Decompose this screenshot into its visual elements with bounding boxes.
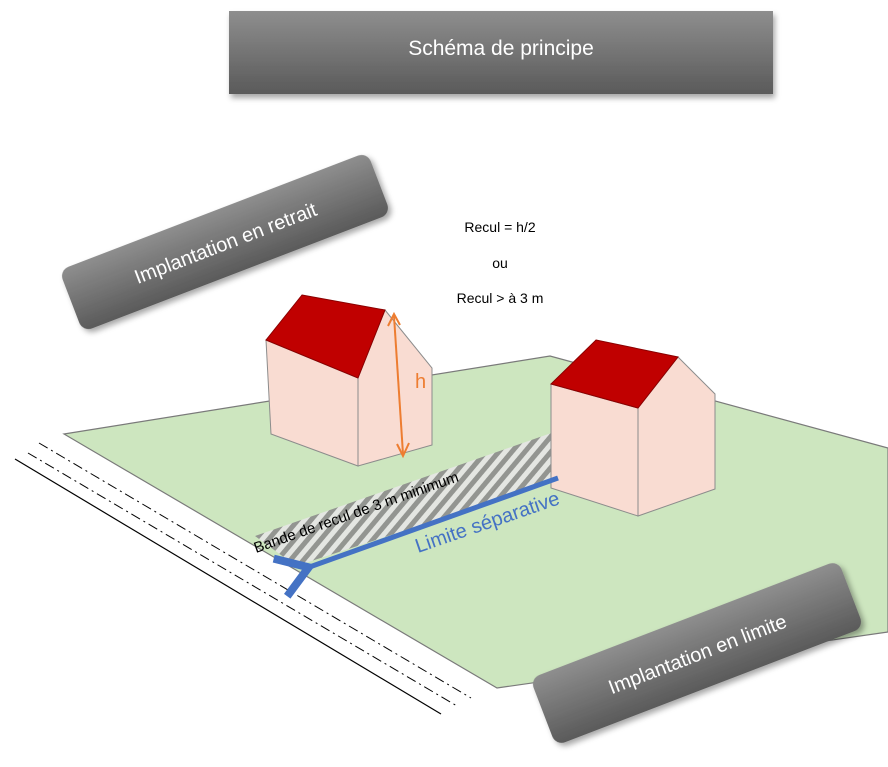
roof-limite [550, 339, 679, 409]
page-title: Schéma de principe [408, 37, 594, 60]
house-limite [550, 339, 716, 517]
roof-retrait [265, 294, 386, 379]
recul-rule-line3: Recul > à 3 m [457, 290, 544, 306]
setback-band [255, 430, 560, 566]
height-label: h [415, 371, 426, 393]
height-arrow [387, 311, 410, 459]
road-lines [14, 442, 472, 715]
limite-separative-arrow [272, 475, 559, 599]
house-retrait [265, 294, 433, 467]
title-banner: Schéma de principe [229, 11, 773, 94]
recul-rule-line1: Recul = h/2 [464, 219, 535, 235]
recul-rule-line2: ou [492, 255, 508, 271]
